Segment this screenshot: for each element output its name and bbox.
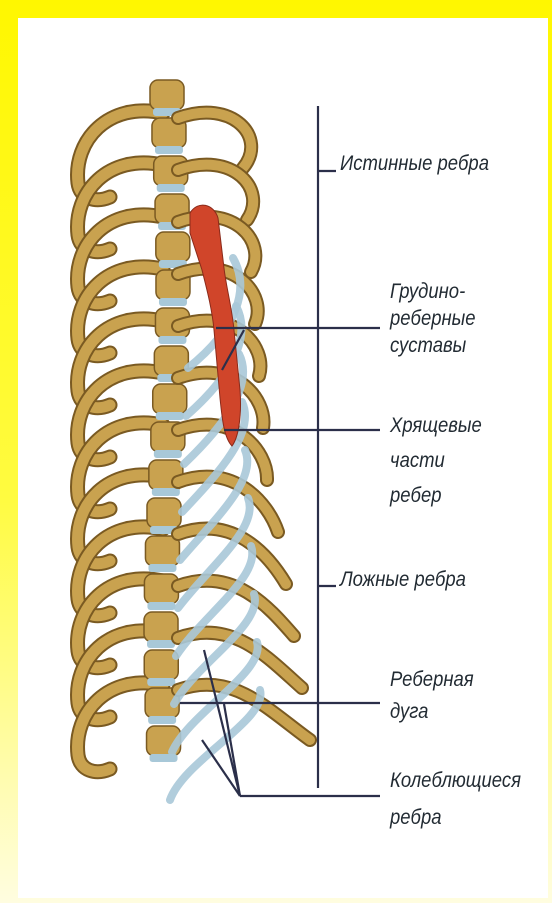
label-floating-ribs-line2: ребра: [390, 804, 442, 831]
intervertebral-disc: [156, 412, 184, 420]
intervertebral-disc: [158, 336, 186, 344]
label-false-ribs: Ложные ребра: [340, 566, 466, 593]
vertebra: [153, 384, 187, 414]
diagram-panel: Истинные ребра Грудино- реберные суставы…: [18, 18, 548, 898]
label-floating-ribs-line1: Колеблющиеся: [390, 767, 521, 794]
intervertebral-disc: [159, 298, 187, 306]
label-costal-arch-line2: дуга: [390, 698, 428, 725]
vertebra: [156, 232, 190, 262]
label-costal-cartilages-line2: части: [390, 447, 445, 474]
label-costal-arch-line1: Реберная: [390, 666, 474, 693]
intervertebral-disc: [152, 488, 180, 496]
label-costal-cartilages-line3: ребер: [390, 482, 442, 509]
vertebra: [150, 80, 184, 110]
vertebra: [147, 498, 181, 528]
label-sternocostal-joints-line3: суставы: [390, 332, 466, 359]
intervertebral-disc: [147, 640, 175, 648]
label-true-ribs: Истинные ребра: [340, 150, 489, 177]
intervertebral-disc: [148, 564, 176, 572]
floating-ribs-pointer-3: [204, 650, 240, 796]
label-sternocostal-joints-line2: реберные: [390, 305, 476, 332]
intervertebral-disc: [155, 146, 183, 154]
label-sternocostal-joints-line1: Грудино-: [390, 278, 465, 305]
vertebra: [145, 536, 179, 566]
intervertebral-disc: [148, 716, 176, 724]
intervertebral-disc: [147, 602, 175, 610]
intervertebral-disc: [157, 184, 185, 192]
label-costal-cartilages-line1: Хрящевые: [390, 412, 482, 439]
intervertebral-disc: [154, 450, 182, 458]
intervertebral-disc: [147, 678, 175, 686]
